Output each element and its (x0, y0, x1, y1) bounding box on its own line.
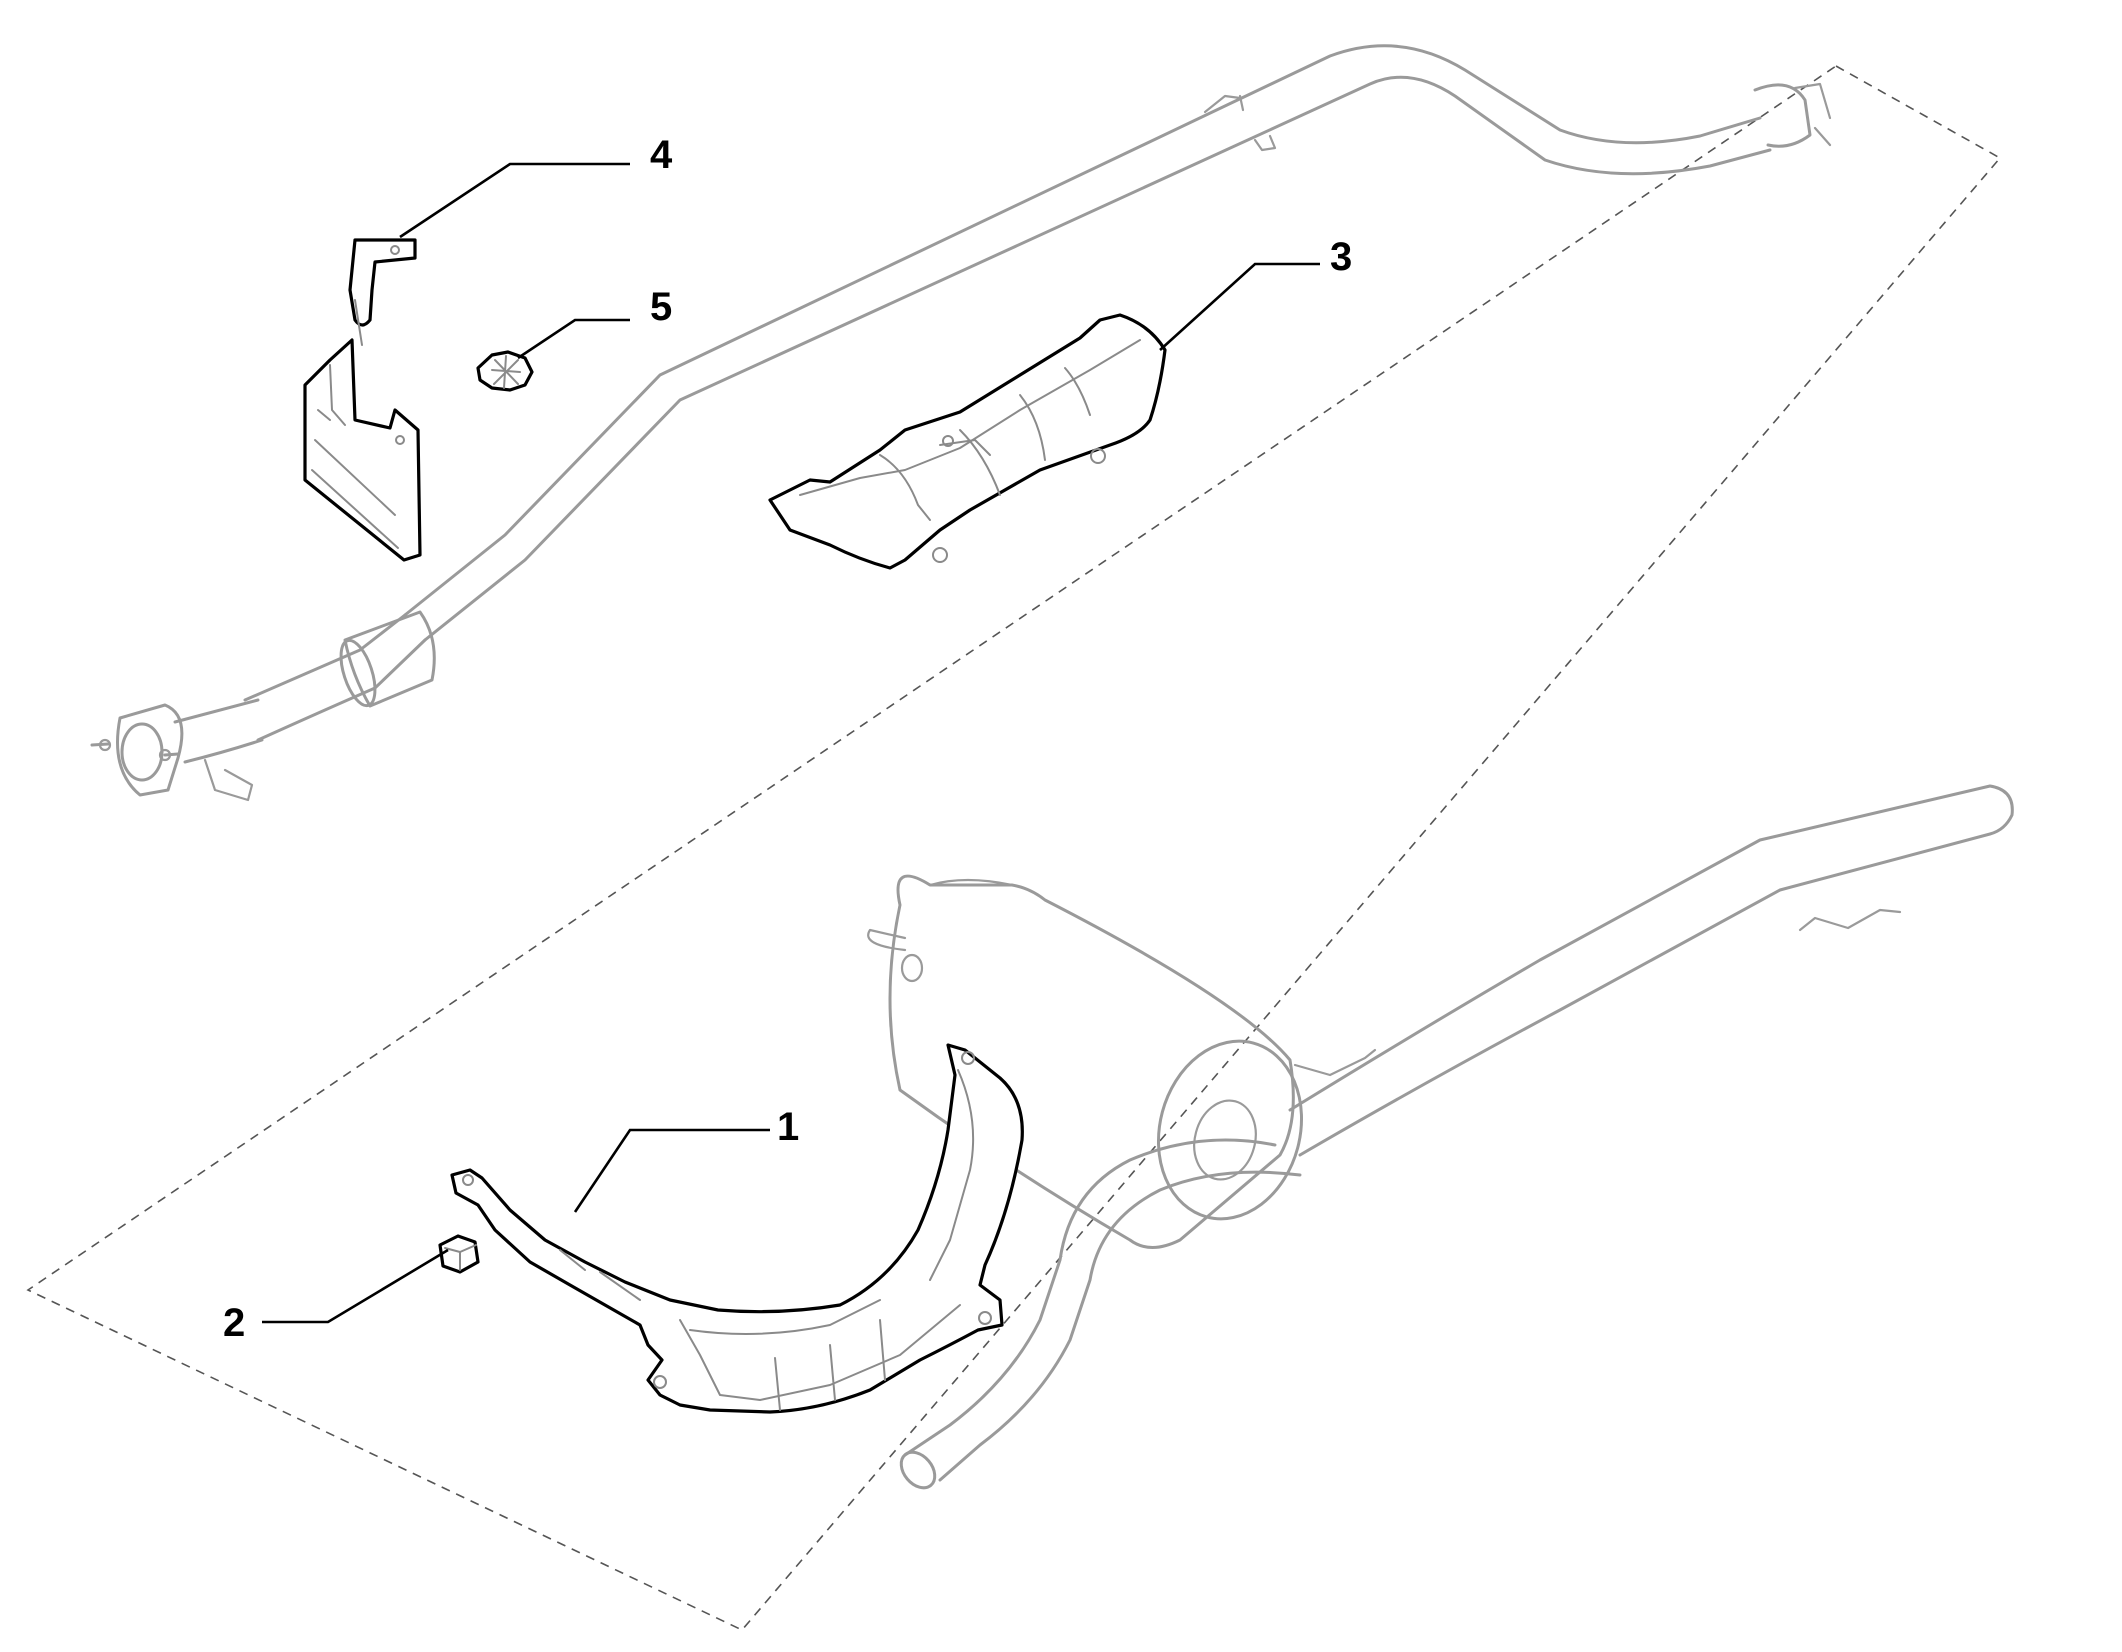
leader-line-4 (399, 162, 630, 239)
front-exhaust-pipe (90, 44, 1832, 802)
heat-shield-part-3 (768, 313, 1167, 570)
leader-line-2 (262, 1248, 449, 1324)
leader-line-1 (573, 1128, 770, 1213)
callout-5: 5 (650, 285, 672, 329)
nut-part-2 (438, 1234, 480, 1274)
leader-line-5 (517, 318, 630, 360)
assembly-boundary-dashed (26, 65, 2002, 1631)
callout-4: 4 (650, 133, 673, 177)
rear-silencer-assembly (867, 784, 2014, 1490)
callout-3: 3 (1330, 235, 1352, 279)
callout-1: 1 (777, 1105, 799, 1149)
leader-line-3 (1159, 262, 1320, 351)
bracket-part-4 (303, 238, 422, 562)
heat-shield-part-1 (450, 1043, 1024, 1414)
clip-part-5 (476, 350, 534, 392)
callout-2: 2 (223, 1301, 245, 1345)
